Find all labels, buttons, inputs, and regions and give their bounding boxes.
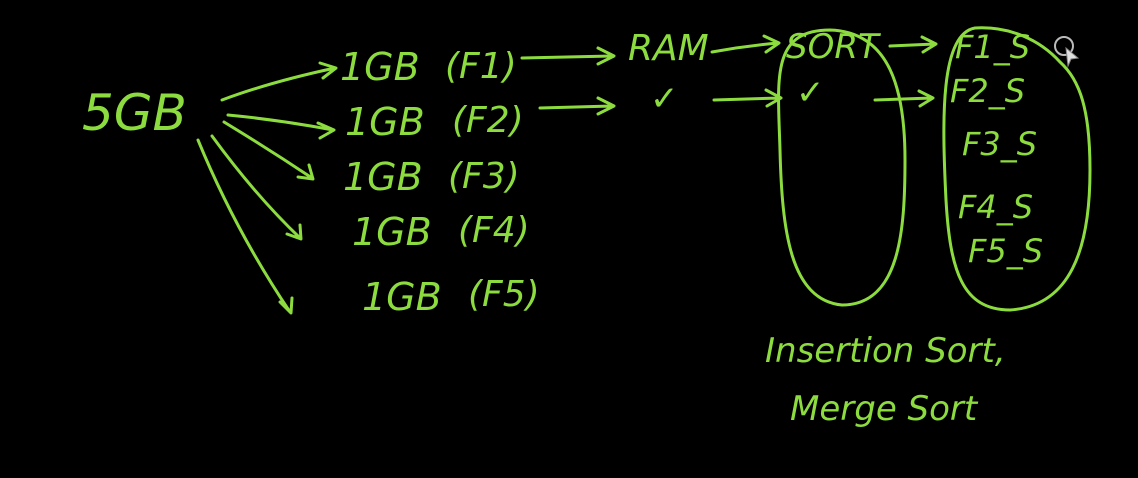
chunk-size-4: 1GB [352,210,432,254]
arrow-f1-to-ram [520,46,616,66]
chunk-size-3: 1GB [343,155,423,199]
chunk-name-3: (F3) [448,156,520,197]
ram-label: RAM [628,28,709,69]
sorted-file-3: F3_S [962,125,1037,163]
chunk-name-2: (F2) [452,100,524,141]
split-arrow-f5 [196,138,294,315]
sort-arrows [710,34,783,108]
source-label: 5GB [82,84,187,142]
chunk-name-4: (F4) [458,210,530,251]
chunk-size-1: 1GB [340,45,420,89]
arrow-check-to-sort [712,88,783,108]
sorted-file-1: F1_S [955,28,1030,66]
arrow-sort-to-f2s [873,89,935,108]
chunk-size-2: 1GB [345,100,425,144]
arrow-f2-to-ram [538,96,616,116]
sort-check: ✓ [796,73,825,113]
split-arrow-f3 [222,120,315,181]
sort-oval [777,28,907,307]
chunk-size-5: 1GB [362,275,442,319]
ram-check: ✓ [650,79,679,119]
split-arrow-f4 [210,134,303,241]
sorted-file-5: F5_S [968,232,1043,270]
chunk-name-5: (F5) [468,274,540,315]
split-arrow-f1 [220,61,338,102]
algorithm-line-2: Merge Sort [790,389,979,429]
chunk-name-1: (F1) [445,46,517,87]
arrow-ram-to-sort [710,34,781,54]
algorithm-line-1: Insertion Sort, [765,331,1006,371]
cursor-icon [1054,36,1080,68]
sorted-file-list: F1_S F2_S F3_S F4_S F5_S [950,28,1043,270]
split-arrow-f2 [226,113,336,140]
output-arrows [873,35,938,108]
sort-label: SORT [786,27,881,67]
sorted-file-2: F2_S [950,72,1025,110]
sorted-file-4: F4_S [958,188,1033,226]
chunk-list: 1GB (F1) 1GB (F2) 1GB (F3) 1GB (F4) 1GB … [340,45,540,319]
arrow-sort-to-f1s [888,35,938,54]
split-arrows [196,61,338,315]
ram-arrows [520,46,616,116]
sorted-files-oval [942,26,1092,312]
